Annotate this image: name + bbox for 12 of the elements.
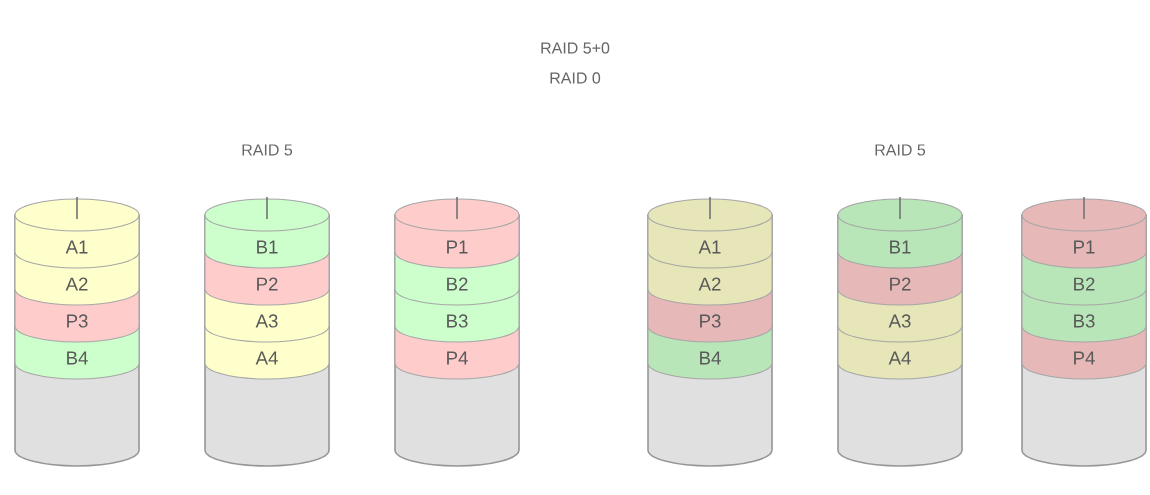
disk-stripe: A1 [647, 198, 773, 269]
disk-stripe: A1 [14, 198, 140, 269]
disk-stripe: P1 [394, 198, 520, 269]
disk-stripe: P1 [1021, 198, 1147, 269]
node-label: B2 [1074, 277, 1095, 291]
disk-stripe: B1 [204, 198, 330, 269]
disk-stripe: B1 [837, 198, 963, 269]
group-label: RAID 5 [242, 144, 293, 156]
node-label: B3 [1074, 314, 1095, 328]
group-label: RAID 5 [875, 144, 926, 156]
group-label: RAID 0 [550, 72, 601, 84]
title: RAID 5+0 [541, 42, 610, 54]
